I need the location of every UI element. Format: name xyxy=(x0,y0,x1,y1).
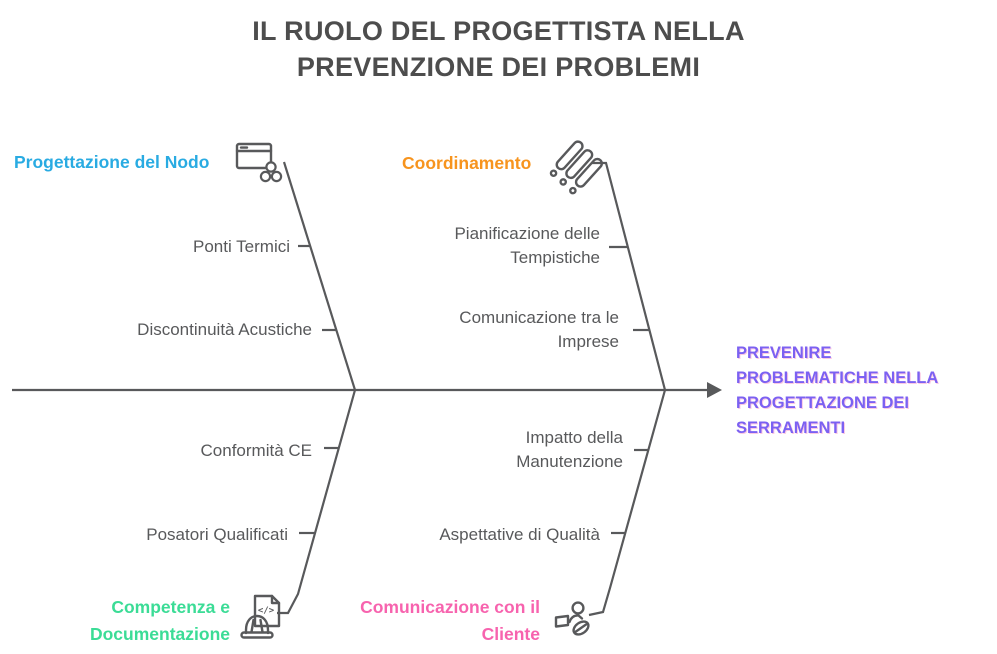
category-progettazione-del-nodo: Progettazione del Nodo xyxy=(14,152,210,172)
item-aspettative-qualita: Aspettative di Qualità xyxy=(439,525,600,544)
item-posatori-qualificati: Posatori Qualificati xyxy=(146,525,288,544)
item-conformita-ce: Conformità CE xyxy=(200,441,312,460)
item-ponti-termici: Ponti Termici xyxy=(193,237,290,256)
branch-line-bottom-left xyxy=(277,389,357,615)
branch-line-top-right xyxy=(592,161,667,391)
category-competenza-e-documentazione: Competenza e Documentazione xyxy=(89,597,230,644)
page-title-line-2: PREVENZIONE DEI PROBLEMI xyxy=(296,52,701,82)
goal-line-1: PREVENIRE xyxy=(736,344,832,362)
arrowhead-icon xyxy=(707,382,722,398)
person-laptop-icon xyxy=(554,601,590,636)
category-comunicazione-con-il-cliente: Comunicazione con il Cliente xyxy=(360,597,540,644)
category-coordinamento: Coordinamento xyxy=(402,153,532,173)
goal-statement: PREVENIRE PROBLEMATICHE NELLA PROGETTAZI… xyxy=(736,341,986,441)
branch-line-bottom-right xyxy=(588,389,667,617)
branch-line-top-left xyxy=(282,161,357,391)
item-pianificazione-tempistiche: Pianificazione delle Tempistiche xyxy=(454,224,600,267)
svg-text:</>: </> xyxy=(258,606,275,616)
hardhat-document-icon: </> xyxy=(240,594,281,639)
goal-line-4: SERRAMENTI xyxy=(736,419,846,437)
goal-line-2: PROBLEMATICHE NELLA xyxy=(736,369,939,387)
item-comunicazione-imprese: Comunicazione tra le Imprese xyxy=(459,308,619,351)
page-title: IL RUOLO DEL PROGETTISTA NELLA PREVENZIO… xyxy=(0,13,997,85)
goal-line-3: PROGETTAZIONE DEI xyxy=(736,394,909,412)
item-impatto-manutenzione: Impatto della Manutenzione xyxy=(516,428,623,471)
page-title-line-1: IL RUOLO DEL PROGETTISTA NELLA xyxy=(252,16,745,46)
window-frame-icon xyxy=(235,142,283,183)
item-discontinuita-acustiche: Discontinuità Acustiche xyxy=(137,320,312,339)
checklist-icon xyxy=(549,140,603,195)
